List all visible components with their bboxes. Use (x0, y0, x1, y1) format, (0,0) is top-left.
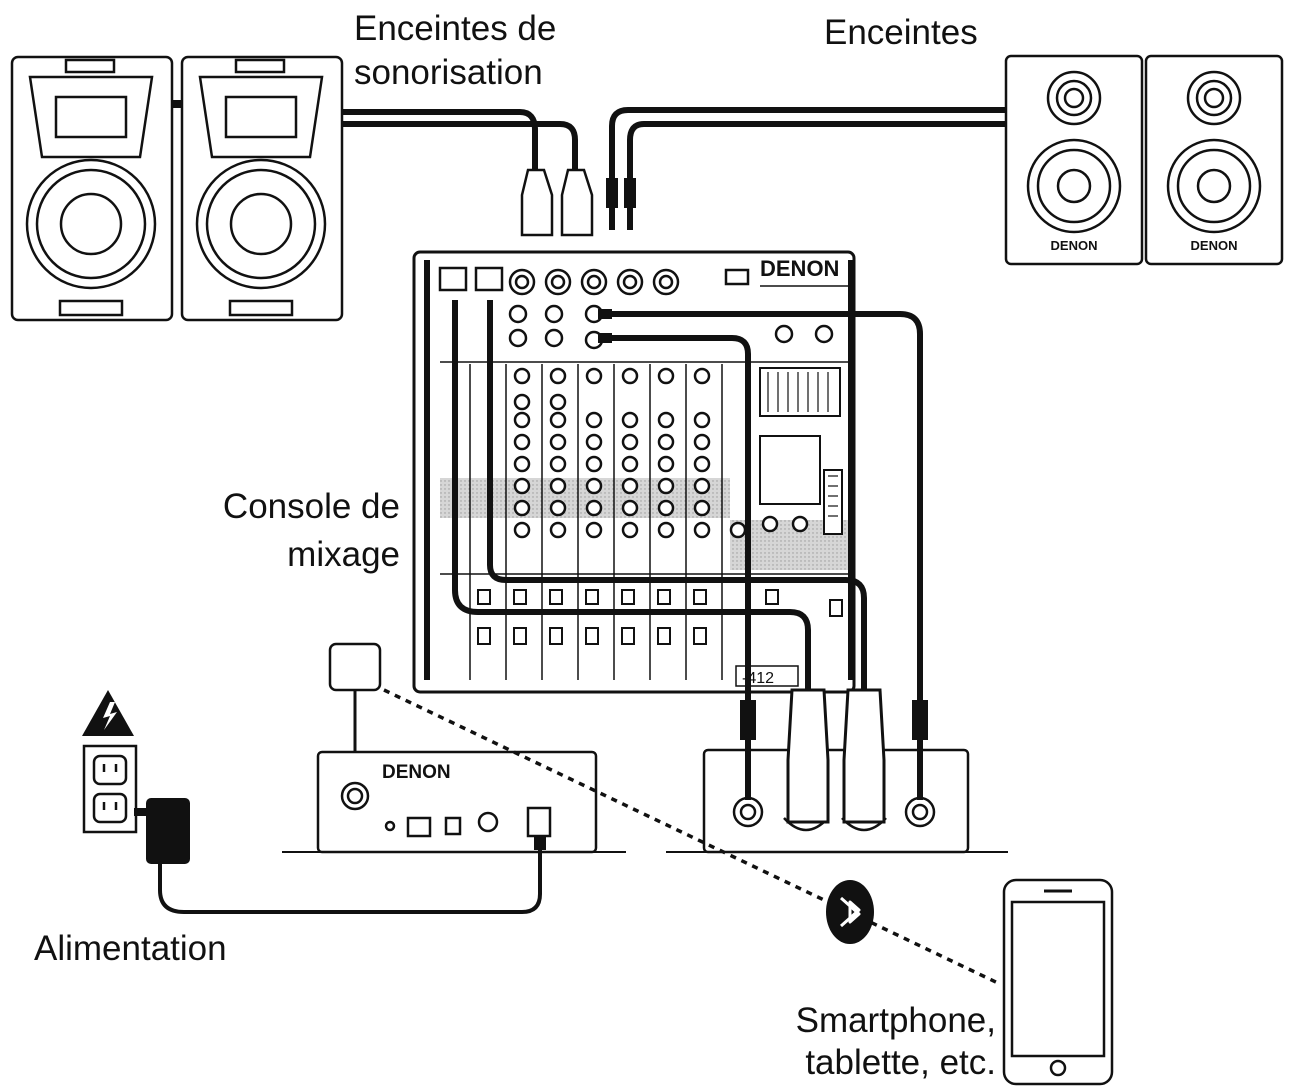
monitor-left (1004, 54, 1144, 266)
monitor-left-brand: DENON (1051, 238, 1098, 253)
amplifier-unit (666, 748, 1008, 854)
amp-xlr-plug-right (842, 688, 886, 824)
power-cable (158, 840, 542, 914)
mixer: DENON (412, 250, 856, 694)
xlr-plug-left (520, 168, 554, 237)
label-pa-speakers-line1: Enceintes de (354, 9, 557, 48)
label-mixer-line1: Console de (222, 487, 400, 526)
pa-speaker-link (172, 100, 182, 108)
label-pa-speakers-line2: sonorisation (354, 53, 543, 92)
pa-speaker-cables (342, 109, 578, 170)
smartphone (1002, 878, 1114, 1086)
mixer-brand: DENON (760, 256, 839, 281)
pa-speaker-right (180, 55, 344, 322)
amp-jack-plug-left (740, 700, 756, 800)
power-adapter (134, 798, 190, 864)
label-power: Alimentation (34, 929, 227, 968)
receiver-brand: DENON (382, 762, 451, 783)
label-monitors: Enceintes (824, 13, 978, 52)
label-mixer-line2: mixage (287, 535, 400, 574)
xlr-plug-right (560, 168, 594, 237)
jack-plug-right (624, 178, 636, 230)
mixer-output-cables (452, 300, 923, 700)
amp-xlr-plug-left (786, 688, 830, 824)
monitor-right-brand: DENON (1191, 238, 1238, 253)
warning-icon (82, 690, 134, 736)
jack-plug-left (606, 178, 618, 230)
pa-speaker-left (10, 55, 174, 322)
bluetooth-receiver (282, 642, 626, 854)
bluetooth-link (383, 688, 1001, 986)
label-device-line2: tablette, etc. (805, 1043, 996, 1082)
monitor-cables (609, 107, 1006, 180)
monitor-right (1144, 54, 1284, 266)
power-outlet (82, 744, 138, 834)
bluetooth-icon (826, 880, 874, 944)
label-device-line1: Smartphone, (795, 1001, 996, 1040)
amp-jack-plug-right (912, 700, 928, 800)
